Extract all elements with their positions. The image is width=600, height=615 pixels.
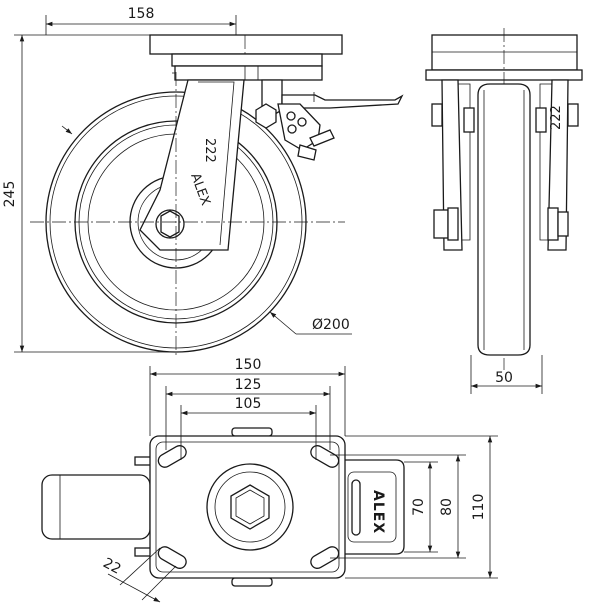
plan-wheel [41,474,151,540]
plan-dimensions: 150 125 105 110 80 70 [100,357,498,603]
svg-text:222: 222 [202,138,217,163]
dim-wheel-diameter: Ø200 [312,317,350,333]
dim-hole-spacing-y2: 70 [411,498,427,516]
front-top-plate [431,34,578,71]
dim-height: 245 [2,181,18,208]
brand-label: ALEX [370,490,386,534]
kingpin-nut [230,484,270,530]
side-top-plate [149,34,343,55]
dim-wheel-width: 50 [495,370,513,386]
dim-hole-spacing-x: 125 [235,377,262,393]
plan-view: ALEX 150 125 [41,357,498,603]
side-dimensions: 158 245 Ø200 [2,6,352,358]
dim-top-width: 158 [128,6,155,22]
mounting-slots [157,445,340,569]
dim-hole-spacing-x2: 105 [235,396,262,412]
side-bearing-ring [171,53,323,67]
front-wheel [477,83,531,356]
plan-brake-pedal [335,459,405,555]
plan-top-plate [149,435,346,579]
front-view: 222 50 [425,28,583,394]
side-brake [255,79,404,161]
side-fork-arm: 222 ALEX [139,79,245,251]
dim-hole-spacing-y: 80 [439,498,455,516]
side-view: 222 ALEX 158 245 [2,6,404,358]
dim-plate-width: 150 [235,357,262,373]
dim-plate-height: 110 [471,494,487,521]
dim-slot-width: 22 [100,555,123,577]
svg-text:222: 222 [549,105,564,130]
